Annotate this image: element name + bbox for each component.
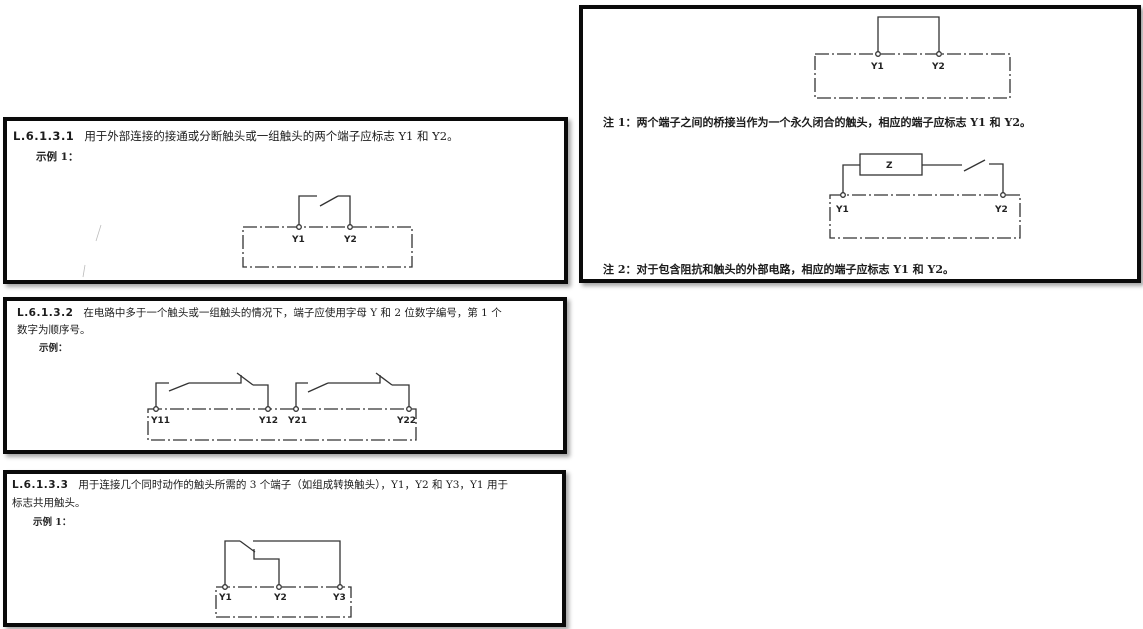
circuit-diagram-multi-contact: Y11 Y12 Y21 Y22 <box>147 372 417 441</box>
example-label: 示例 1： <box>36 151 79 163</box>
clause-text: 用于外部连接的接通或分断触头或一组触头的两个端子应标志 Y1 和 Y2。 <box>84 129 459 143</box>
note-2: 注 2：对于包含阻抗和触头的外部电路，相应的端子应标志 Y1 和 Y2。 <box>603 263 954 276</box>
clause-heading: L.6.1.3.1 用于外部连接的接通或分断触头或一组触头的两个端子应标志 Y1 … <box>13 129 459 144</box>
terminal-label: Y22 <box>396 416 416 426</box>
terminal-label: Y1 <box>835 205 849 215</box>
terminal-label: Y11 <box>150 416 170 426</box>
clause-panel-6-1-3-3: L.6.1.3.3 用于连接几个同时动作的触头所需的 3 个端子（如组成转换触头）… <box>3 470 566 627</box>
terminal-label: Y2 <box>343 235 357 245</box>
note-1: 注 1：两个端子之间的桥接当作为一个永久闭合的触头，相应的端子应标志 Y1 和 … <box>603 116 1031 129</box>
terminal-label: Y2 <box>273 593 287 603</box>
example-label: 示例： <box>39 343 68 354</box>
example-label: 示例 1： <box>33 517 72 528</box>
circuit-diagram-bridge: Y1 Y2 <box>814 16 1011 99</box>
terminal-label: Y1 <box>218 593 232 603</box>
terminal-label: Y12 <box>258 416 278 426</box>
terminal-label: Y21 <box>287 416 307 426</box>
clause-number: L.6.1.3.3 <box>12 479 69 491</box>
clause-panel-6-1-3-1: L.6.1.3.1 用于外部连接的接通或分断触头或一组触头的两个端子应标志 Y1 … <box>3 117 568 284</box>
impedance-label: Z <box>886 161 893 171</box>
terminal-label: Y3 <box>332 593 346 603</box>
terminal-label: Y1 <box>291 235 305 245</box>
terminal-label: Y1 <box>870 62 884 72</box>
clause-panel-6-1-3-2: L.6.1.3.2 在电路中多于一个触头或一组触头的情况下，端子应使用字母 Y 和… <box>3 297 567 454</box>
clause-number: L.6.1.3.1 <box>13 129 75 143</box>
circuit-diagram-contact: Y1 Y2 <box>82 195 413 278</box>
circuit-diagram-changeover-contact: Y1 Y2 Y3 <box>215 540 352 618</box>
notes-panel: Y1 Y2 注 1：两个端子之间的桥接当作为一个永久闭合的触头，相应的端子应标志… <box>579 5 1141 283</box>
clause-number: L.6.1.3.2 <box>17 307 74 319</box>
clause-heading: L.6.1.3.3 用于连接几个同时动作的触头所需的 3 个端子（如组成转换触头）… <box>12 478 508 493</box>
clause-heading: L.6.1.3.2 在电路中多于一个触头或一组触头的情况下，端子应使用字母 Y 和… <box>17 306 502 321</box>
circuit-diagram-impedance: Z Y1 Y2 <box>829 153 1021 239</box>
terminal-label: Y2 <box>931 62 945 72</box>
terminal-label: Y2 <box>994 205 1008 215</box>
clause-text-line1: 在电路中多于一个触头或一组触头的情况下，端子应使用字母 Y 和 2 位数字编号，… <box>83 307 502 319</box>
clause-text-line2: 标志共用触头。 <box>12 497 86 509</box>
clause-text-line2: 数字为顺序号。 <box>17 324 91 336</box>
clause-text-line1: 用于连接几个同时动作的触头所需的 3 个端子（如组成转换触头），Y1，Y2 和 … <box>78 479 508 491</box>
